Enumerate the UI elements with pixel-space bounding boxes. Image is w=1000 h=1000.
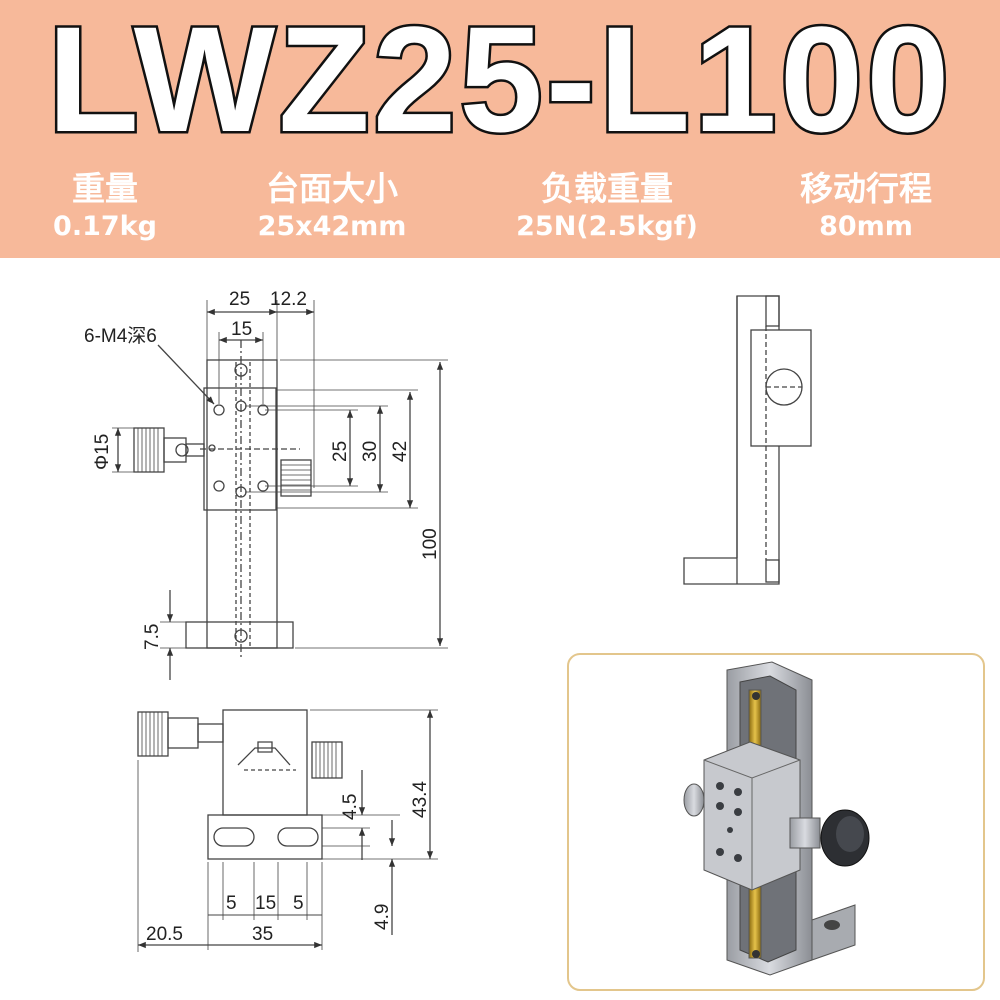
dim-v30: 30 bbox=[360, 441, 381, 462]
side-carriage bbox=[750, 329, 812, 447]
front-knob-right bbox=[311, 741, 343, 779]
front-knob-left bbox=[137, 711, 169, 757]
spec-label: 负载重量 bbox=[541, 169, 673, 208]
dim-height-43-4: 43.4 bbox=[410, 781, 431, 818]
lock-knob-right bbox=[280, 459, 312, 497]
spec-travel: 移动行程 80mm bbox=[741, 168, 991, 244]
spec-value: 0.17kg bbox=[53, 211, 157, 242]
spec-label: 台面大小 bbox=[266, 169, 398, 208]
mount-slot bbox=[213, 827, 255, 847]
technical-drawing: 25 12.2 15 6-M4深6 Φ15 25 30 42 100 7.5 bbox=[84, 289, 985, 991]
spec-value: 80mm bbox=[819, 211, 913, 242]
dim-knob-diameter: Φ15 bbox=[92, 434, 113, 470]
holes-note: 6-M4深6 bbox=[84, 325, 157, 347]
spec-weight: 重量 0.17kg bbox=[0, 168, 230, 244]
spec-load: 负载重量 25N(2.5kgf) bbox=[482, 168, 732, 244]
spec-banner: LWZ25-L100 重量 0.17kg 台面大小 25x42mm 负载重量 2… bbox=[0, 0, 1000, 258]
hole-icon bbox=[213, 404, 225, 416]
product-photo bbox=[567, 653, 985, 991]
dim-v100: 100 bbox=[420, 528, 441, 560]
dim-v42: 42 bbox=[390, 441, 411, 462]
front-base bbox=[207, 814, 323, 860]
top-view bbox=[112, 300, 448, 680]
dim-slot-5a: 5 bbox=[226, 893, 237, 914]
dim-4-5: 4.5 bbox=[340, 794, 361, 820]
adjust-knob-left bbox=[133, 427, 165, 473]
mount-slot bbox=[277, 827, 319, 847]
dim-left-20-5: 20.5 bbox=[146, 924, 183, 945]
model-title: LWZ25-L100 bbox=[45, 0, 953, 166]
hole-icon bbox=[208, 444, 216, 452]
front-view bbox=[137, 709, 438, 952]
dim-width-25: 25 bbox=[229, 289, 250, 310]
dim-slot-15: 15 bbox=[255, 893, 276, 914]
spec-value: 25N(2.5kgf) bbox=[516, 211, 698, 242]
side-view bbox=[683, 295, 812, 585]
dim-pitch-15: 15 bbox=[231, 319, 252, 340]
dim-slot-5b: 5 bbox=[293, 893, 304, 914]
top-view-labels: 25 12.2 15 6-M4深6 Φ15 25 30 42 100 7.5 bbox=[84, 289, 441, 650]
dim-base-7-5: 7.5 bbox=[142, 624, 163, 650]
dim-v25: 25 bbox=[330, 441, 351, 462]
dim-width-35: 35 bbox=[252, 924, 273, 945]
hole-icon bbox=[213, 480, 225, 492]
spec-label: 移动行程 bbox=[800, 169, 932, 208]
dim-offset-12-2: 12.2 bbox=[270, 289, 307, 310]
spec-table-size: 台面大小 25x42mm bbox=[207, 168, 457, 244]
dim-4-9: 4.9 bbox=[372, 904, 393, 930]
spec-label: 重量 bbox=[72, 169, 138, 208]
rail-outline bbox=[206, 359, 278, 649]
base-foot bbox=[185, 621, 294, 649]
spec-value: 25x42mm bbox=[257, 211, 407, 242]
front-view-labels: 43.4 4.5 4.9 5 15 5 20.5 35 bbox=[146, 781, 431, 945]
